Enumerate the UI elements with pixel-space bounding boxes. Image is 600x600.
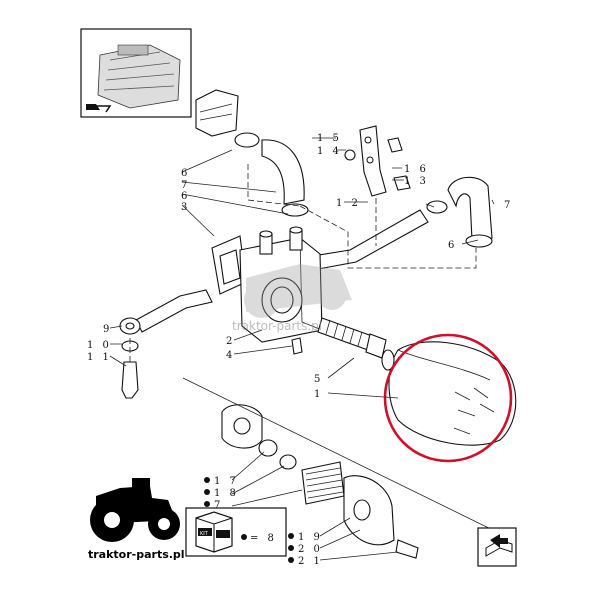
oil-filter <box>381 341 517 446</box>
hose-right <box>426 176 493 248</box>
label-16: 1 6 <box>404 164 429 175</box>
label-6-upper: 6 <box>181 168 190 179</box>
label-4: 4 <box>226 350 235 361</box>
label-17: 1 7 <box>214 476 239 487</box>
label-19: 1 9 <box>298 532 323 543</box>
next-page-arrow-icon[interactable] <box>477 527 517 567</box>
label-3: 3 <box>181 202 190 213</box>
label-21: 2 1 <box>298 556 323 567</box>
pipe-left <box>135 289 213 333</box>
hose-upper-left <box>234 132 309 217</box>
label-7-upper: 7 <box>181 180 190 191</box>
kit-legend: = 8 <box>250 533 277 544</box>
filter-highlight-circle <box>383 333 513 463</box>
label-14: 1 4 <box>317 146 342 157</box>
kit-box-icon[interactable] <box>185 507 287 557</box>
brand-text: traktor-parts.pl <box>88 548 185 561</box>
label-2: 2 <box>226 336 235 347</box>
label-11: 1 1 <box>87 352 112 363</box>
label-5: 5 <box>314 374 323 385</box>
threaded-stud <box>317 317 387 359</box>
label-15: 1 5 <box>317 133 342 144</box>
label-6-right: 6 <box>448 240 457 251</box>
label-1: 1 <box>314 389 323 400</box>
plug <box>291 337 303 355</box>
label-6-mid: 6 <box>181 191 190 202</box>
label-7-right: 7 <box>504 200 513 211</box>
label-9: 9 <box>103 324 112 335</box>
valve-assembly <box>221 404 419 559</box>
watermark-text: traktor-parts.pl <box>232 319 322 333</box>
watermark <box>244 264 352 318</box>
engine-thumbnail-icon[interactable] <box>80 28 192 118</box>
label-12: 1 2 <box>336 198 361 209</box>
label-7-lower: 7 <box>214 500 223 511</box>
label-18: 1 8 <box>214 488 239 499</box>
label-20: 2 0 <box>298 544 323 555</box>
kit-badge-text: KIT <box>200 531 209 537</box>
housing-fragment <box>195 89 239 137</box>
banjo-bolt <box>119 317 141 399</box>
tractor-logo-icon <box>90 478 180 542</box>
label-13: 1 3 <box>404 176 429 187</box>
bracket-assembly <box>344 125 411 197</box>
label-10: 1 0 <box>87 340 112 351</box>
